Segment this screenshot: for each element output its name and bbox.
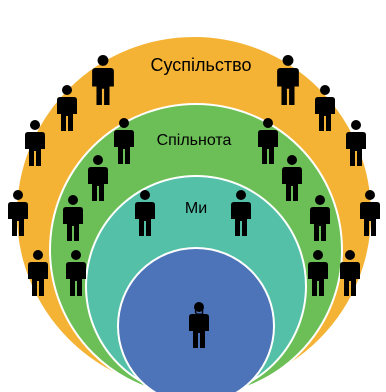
label-community: Спільнота	[157, 132, 232, 149]
label-we: Ми	[185, 200, 207, 217]
label-society: Суспільство	[150, 55, 251, 75]
label-me: Я	[194, 306, 205, 323]
